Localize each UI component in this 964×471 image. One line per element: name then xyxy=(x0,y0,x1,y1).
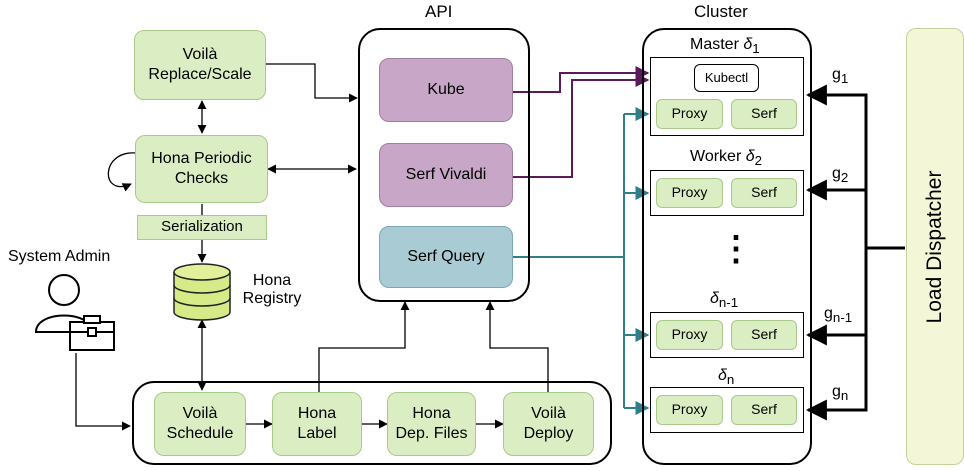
master-name: Master xyxy=(690,36,739,53)
g1-sub: 1 xyxy=(840,71,849,87)
node-n1-label: δn-1 xyxy=(710,290,738,310)
voila-schedule-box: Voilà Schedule xyxy=(154,392,246,456)
master-sub: 1 xyxy=(752,41,760,57)
hona-label-box: Hona Label xyxy=(272,392,362,456)
label-to-api-arrow xyxy=(318,301,410,392)
api-container xyxy=(358,28,530,302)
worker-name: Worker xyxy=(690,148,742,165)
dispatcher-to-worker xyxy=(805,179,868,248)
kube-to-master-line xyxy=(512,66,650,93)
master-serf-box: Serf xyxy=(731,99,797,129)
worker-serf-box: Serf xyxy=(731,178,797,208)
worker-delta: δ xyxy=(745,148,755,165)
g1-label: g1 xyxy=(832,66,848,86)
load-dispatcher-label: Load Dispatcher xyxy=(923,170,946,323)
node-n1-serf-box: Serf xyxy=(731,320,797,350)
master-label: Master δ1 xyxy=(690,36,760,56)
nodes-ellipsis: ⋮ xyxy=(719,230,753,268)
worker-proxy-box: Proxy xyxy=(656,178,723,208)
serf-query-box: Serf Query xyxy=(379,226,513,288)
pipeline-container xyxy=(132,381,612,465)
voila-deploy-box: Voilà Deploy xyxy=(503,392,594,456)
hona-dep-files-box: Hona Dep. Files xyxy=(387,392,476,456)
dispatcher-to-n xyxy=(805,248,868,421)
checks-self-loop xyxy=(107,152,137,192)
node-n1-sub: n-1 xyxy=(718,295,739,311)
serialization-box: Serialization xyxy=(137,215,267,240)
vivaldi-to-master-line xyxy=(512,73,650,178)
node-n1-delta: δ xyxy=(710,290,719,307)
node-n-serf-box: Serf xyxy=(731,395,797,425)
g2-label: g2 xyxy=(832,165,848,185)
gn1-label: gn-1 xyxy=(824,305,852,325)
master-delta: δ xyxy=(743,36,753,53)
node-n1-proxy-box: Proxy xyxy=(656,320,723,350)
gn1-letter: g xyxy=(824,305,833,322)
load-dispatcher-box: Load Dispatcher xyxy=(906,28,964,465)
g2-letter: g xyxy=(832,165,841,182)
cluster-container xyxy=(642,28,812,465)
node-n-sub: n xyxy=(726,372,735,388)
cluster-title: Cluster xyxy=(694,2,748,21)
system-admin-label: System Admin xyxy=(8,248,111,265)
kubectl-box: Kubectl xyxy=(694,64,759,92)
g1-letter: g xyxy=(832,66,841,83)
serf-vivaldi-box: Serf Vivaldi xyxy=(379,143,513,207)
api-title: API xyxy=(425,2,453,21)
node-n-proxy-box: Proxy xyxy=(656,395,723,425)
admin-to-pipeline-arrow xyxy=(75,353,131,431)
system-admin-icon xyxy=(34,274,115,351)
g2-sub: 2 xyxy=(840,170,849,186)
worker-sub: 2 xyxy=(754,153,763,169)
gn-sub: n xyxy=(840,388,849,404)
gn-letter: g xyxy=(832,383,841,400)
worker-label: Worker δ2 xyxy=(690,148,762,168)
node-n-delta: δ xyxy=(718,367,727,384)
replace-to-api-arrow xyxy=(265,63,358,103)
master-proxy-box: Proxy xyxy=(656,99,723,129)
hona-registry-label: Hona Registry xyxy=(242,272,302,307)
voila-replace-scale-box: Voilà Replace/Scale xyxy=(134,30,266,100)
gn1-sub: n-1 xyxy=(832,310,853,326)
deploy-to-api-arrow xyxy=(485,301,549,392)
hona-periodic-checks-box: Hona Periodic Checks xyxy=(135,135,268,203)
kube-box: Kube xyxy=(379,58,513,122)
hona-registry-icon xyxy=(173,263,231,321)
node-n-label: δn xyxy=(718,367,734,387)
gn-label: gn xyxy=(832,383,848,403)
